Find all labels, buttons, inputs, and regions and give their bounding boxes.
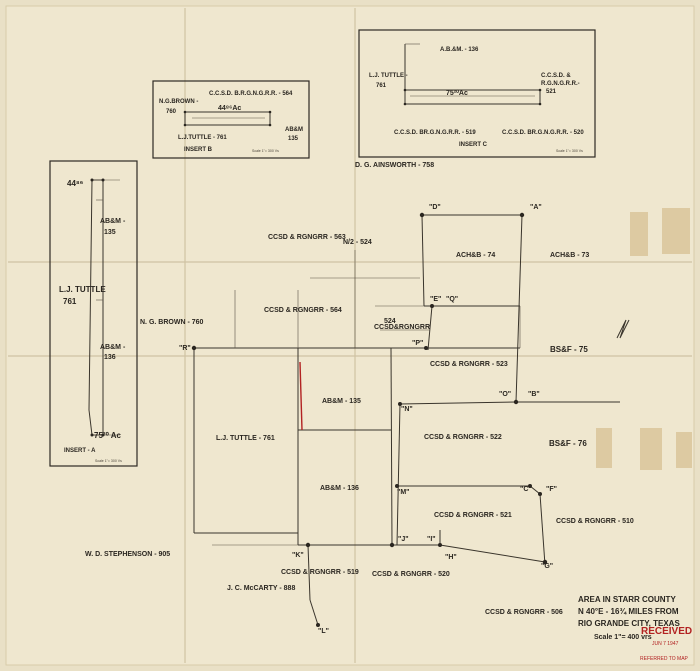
stamp-received: RECEIVED: [641, 626, 692, 637]
point-m: "M": [397, 489, 409, 496]
tract-ccsd563: CCSD & RGNGRR - 563: [268, 234, 346, 241]
tract-ccsd522: CCSD & RGNGRR - 522: [424, 434, 502, 441]
insert-a-tuttle-num: 761: [63, 297, 77, 306]
point-g: "G": [541, 563, 553, 570]
tract-ccsd519: CCSD & RGNGRR - 519: [281, 569, 359, 576]
point-r: "R": [179, 345, 191, 352]
point-c: "C": [520, 486, 532, 493]
survey-points: [191, 212, 548, 627]
tract-bsbf75: BS&F - 75: [550, 345, 588, 354]
insert-b-brown-num: 760: [166, 109, 177, 115]
insert-a-label: INSERT - A: [64, 448, 96, 454]
point-labels: "D" "A" "E" "Q" "P" "R" "N" "O" "B" "M" …: [179, 204, 557, 635]
tract-wdstephenson: W. D. STEPHENSON - 905: [85, 551, 170, 558]
point-l: "L": [318, 628, 329, 635]
insert-a-scale: Scale 1"= 300 Vs: [95, 459, 122, 463]
insert-a-acres-bottom: 75²⁰ Ac: [94, 431, 121, 440]
map-scale: Scale 1"= 400 vrs: [594, 634, 652, 641]
stamp-date: JUN 7 1947: [652, 641, 679, 647]
point-a: "A": [530, 204, 542, 211]
insert-c-ccsd519: C.C.S.D. BR.G.N.G.R.R. - 519: [394, 130, 476, 136]
insert-c-tuttle-num: 761: [376, 83, 387, 89]
tract-abm135: AB&M - 135: [322, 398, 361, 405]
point-n: "N": [401, 406, 413, 413]
point-q: "Q": [446, 296, 458, 303]
tract-jcmccarty: J. C. McCARTY - 888: [227, 585, 295, 592]
tract-n524: N/2 - 524: [343, 239, 372, 246]
tract-ccsd564: CCSD & RGNGRR - 564: [264, 307, 342, 314]
insert-a-abm136: AB&M -: [100, 344, 126, 351]
stamp-note: REFERRED TO MAP: [640, 656, 689, 662]
insert-c: A.B.&M. - 136 L.J. TUTTLE - 761 C.C.S.D.…: [358, 29, 596, 158]
insert-c-acres: 75²⁰Ac: [446, 89, 468, 97]
insert-b-abm135-num: 135: [288, 136, 299, 142]
insert-c-scale: Scale 1"= 300 Vs: [556, 149, 583, 153]
point-b: "B": [528, 391, 540, 398]
tract-achb74: ACH&B - 74: [456, 252, 495, 259]
insert-b-scale: Scale 1"= 300 Vs: [252, 149, 279, 153]
insert-a-acres-top: 44⁸⁶: [67, 179, 84, 188]
survey-lines: [193, 214, 630, 626]
insert-c-ccsd521-a: C.C.S.D. &: [541, 73, 571, 79]
received-stamp: RECEIVED JUN 7 1947 REFERRED TO MAP: [640, 626, 692, 662]
insert-b-tuttle: L.J.TUTTLE - 761: [178, 135, 227, 141]
point-o: "O": [499, 391, 511, 398]
point-d: "D": [429, 204, 441, 211]
tract-ccsd520: CCSD & RGNGRR - 520: [372, 571, 450, 578]
insert-c-label: INSERT C: [459, 142, 488, 148]
title-line-1: AREA IN STARR COUNTY: [578, 595, 676, 604]
tract-abm136: AB&M - 136: [320, 485, 359, 492]
insert-b-label: INSERT B: [184, 147, 213, 153]
tract-ccsd506: CCSD & RGNGRR - 506: [485, 609, 563, 616]
insert-c-ccsd521-b: R.G.N.G.R.R.-: [541, 81, 580, 87]
insert-a-tuttle: L.J. TUTTLE: [59, 285, 106, 294]
insert-b-acres: 44⁸⁶Ac: [218, 105, 241, 112]
tract-ngbrown760: N. G. BROWN - 760: [140, 319, 204, 326]
insert-c-tuttle: L.J. TUTTLE -: [369, 73, 408, 79]
insert-c-abm136: A.B.&M. - 136: [440, 47, 479, 53]
point-e: "E": [430, 296, 441, 303]
insert-c-ccsd521-c: 521: [546, 89, 557, 95]
insert-a-abm135: AB&M -: [100, 218, 126, 225]
tract-achb73: ACH&B - 73: [550, 252, 589, 259]
point-h: "H": [445, 554, 457, 561]
tract-labels: D. G. AINSWORTH - 758 CCSD & RGNGRR - 56…: [85, 162, 634, 616]
title-line-3: RIO GRANDE CITY, TEXAS: [578, 619, 680, 628]
insert-a-abm136-num: 136: [104, 354, 116, 361]
point-j: "J": [398, 536, 409, 543]
insert-a: 44⁸⁶ AB&M - 135 L.J. TUTTLE 761 AB&M - 1…: [49, 160, 138, 467]
tape-strips: [596, 208, 692, 470]
point-k: "K": [292, 552, 304, 559]
point-i: "I": [427, 536, 436, 543]
tract-ccsd510: CCSD & RGNGRR - 510: [556, 518, 634, 525]
tract-524: 524: [384, 318, 396, 325]
point-f: "F": [546, 486, 557, 493]
insert-b-ccsd564: C.C.S.D. B.R.G.N.G.R.R. - 564: [209, 91, 293, 97]
insert-a-abm135-num: 135: [104, 229, 116, 236]
tract-ccsd523: CCSD & RGNGRR - 523: [430, 361, 508, 368]
insert-b-brown: N.G.BROWN -: [159, 99, 198, 105]
tract-ainsworth: D. G. AINSWORTH - 758: [355, 162, 434, 169]
title-block: AREA IN STARR COUNTY N 40°E - 16¾ MILES …: [578, 595, 680, 641]
insert-b: C.C.S.D. B.R.G.N.G.R.R. - 564 N.G.BROWN …: [152, 80, 310, 159]
tract-ccsd524: CCSD&RGNGRR: [374, 324, 430, 331]
point-p: "P": [412, 340, 423, 347]
paper-sheet: [5, 5, 695, 666]
tract-ccsd521: CCSD & RGNGRR - 521: [434, 512, 512, 519]
insert-c-ccsd520: C.C.S.D. BR.G.N.G.R.R. - 520: [502, 130, 584, 136]
tract-bsbf76: BS&F - 76: [549, 439, 587, 448]
insert-b-abm135: AB&M: [285, 127, 303, 133]
tract-ljtuttle761: L.J. TUTTLE - 761: [216, 435, 275, 442]
title-line-2: N 40°E - 16¾ MILES FROM: [578, 607, 679, 616]
